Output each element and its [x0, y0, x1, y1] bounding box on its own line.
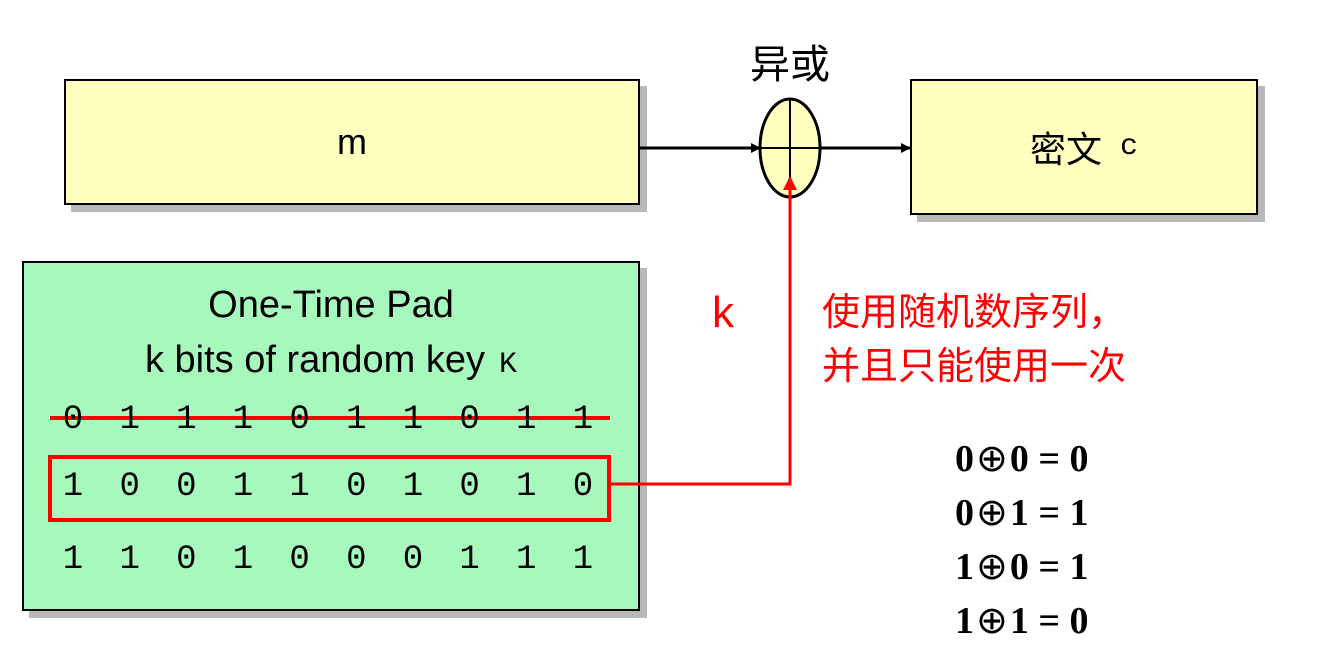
bit: 0 — [346, 468, 367, 506]
bit: 1 — [289, 468, 310, 506]
bit: 0 — [572, 468, 594, 506]
rule-result: 1 — [1069, 546, 1089, 588]
bit: 0 — [289, 541, 310, 579]
rule-operand-a: 0 — [955, 492, 974, 534]
ciphertext-var: c — [1120, 130, 1139, 164]
bit: 0 — [289, 401, 310, 439]
bit: 0 — [346, 541, 367, 579]
rule-operand-a: 0 — [955, 438, 974, 480]
bit: 1 — [459, 541, 480, 579]
pad-subtitle-text: k bits of random key — [144, 339, 486, 381]
rule-result: 0 — [1069, 600, 1089, 642]
key-label: k — [712, 288, 734, 337]
rule-operand-b: 1 — [1009, 600, 1029, 642]
rule-equals: = — [1038, 600, 1060, 642]
rule-operator: ⊕ — [976, 438, 1008, 480]
message-box — [64, 79, 640, 205]
pad-title: One-Time Pad — [208, 284, 454, 326]
bit: 1 — [516, 468, 537, 506]
bit: 0 — [402, 541, 424, 579]
bit: 1 — [119, 401, 140, 439]
key-to-xor-arrow — [610, 176, 797, 486]
bit: 1 — [346, 401, 367, 439]
rule-operator: ⊕ — [976, 546, 1008, 588]
current-key-highlight — [48, 455, 611, 522]
xor-rule: 1⊕1 = 0 — [955, 599, 1089, 643]
bit: 0 — [459, 468, 480, 506]
pad-subtitle: k bits of random key K — [22, 338, 640, 387]
bit: 1 — [402, 401, 424, 439]
bit: 1 — [62, 541, 84, 579]
rule-operand-b: 0 — [1009, 546, 1029, 588]
note-line-1: 使用随机数序列， — [822, 292, 1127, 334]
bit: 0 — [119, 468, 140, 506]
bit-row-unused: 1 1 0 1 0 0 0 1 1 1 — [58, 540, 598, 580]
bit-row-used: 0 1 1 1 0 1 1 0 1 1 — [58, 400, 598, 440]
note-line-2: 并且只能使用一次 — [822, 346, 1127, 388]
bit: 0 — [176, 541, 197, 579]
rule-result: 0 — [1069, 438, 1089, 480]
message-label: m — [337, 121, 367, 162]
ciphertext-label: 密文 c — [910, 79, 1258, 215]
bit: 1 — [516, 541, 537, 579]
rule-operator: ⊕ — [976, 600, 1008, 642]
bit: 1 — [572, 401, 594, 439]
xor-symbol-icon — [758, 97, 822, 199]
bit: 0 — [459, 401, 480, 439]
rule-equals: = — [1038, 492, 1060, 534]
bit: 1 — [516, 401, 537, 439]
bit: 1 — [232, 401, 254, 439]
rule-operator: ⊕ — [976, 492, 1008, 534]
bit: 1 — [572, 541, 594, 579]
bit: 0 — [176, 468, 197, 506]
rule-equals: = — [1038, 438, 1060, 480]
rule-equals: = — [1038, 546, 1060, 588]
rule-operand-b: 1 — [1009, 492, 1029, 534]
rule-result: 1 — [1069, 492, 1089, 534]
bit-row-current: 1 0 0 1 1 0 1 0 1 0 — [58, 467, 598, 507]
bit: 1 — [402, 468, 424, 506]
ciphertext-text: 密文 — [1029, 129, 1102, 170]
rule-operand-a: 1 — [955, 546, 974, 588]
ciphertext-box — [910, 79, 1258, 215]
xor-rule: 0⊕0 = 0 — [955, 437, 1089, 481]
xor-title: 异或 — [750, 43, 830, 87]
bit: 1 — [119, 541, 140, 579]
bit: 1 — [176, 401, 197, 439]
pad-subtitle-var: K — [499, 348, 518, 382]
xor-rule: 0⊕1 = 1 — [955, 491, 1089, 535]
bit: 0 — [62, 401, 84, 439]
one-time-pad-box — [22, 261, 640, 611]
rule-operand-b: 0 — [1009, 438, 1029, 480]
rule-operand-a: 1 — [955, 600, 974, 642]
bit: 1 — [62, 468, 84, 506]
xor-rule: 1⊕0 = 1 — [955, 545, 1089, 589]
bit: 1 — [232, 468, 254, 506]
bit: 1 — [232, 541, 254, 579]
